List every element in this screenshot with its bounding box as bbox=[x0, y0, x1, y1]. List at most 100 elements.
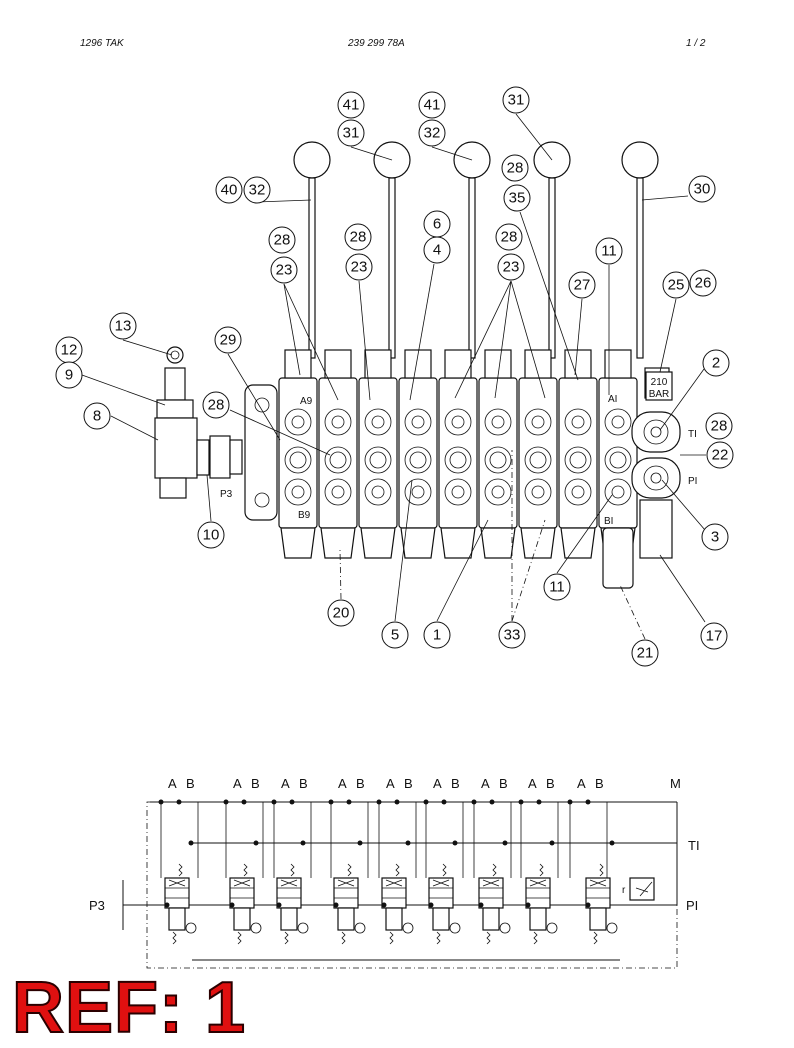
callout-22: 22 bbox=[706, 441, 734, 469]
callout-4: 4 bbox=[423, 236, 451, 264]
relief-valve-symbol bbox=[629, 877, 655, 901]
callout-28: 28 bbox=[705, 412, 733, 440]
callout-1: 1 bbox=[423, 621, 451, 649]
callout-number: 32 bbox=[424, 125, 441, 142]
callout-number: 4 bbox=[433, 242, 441, 259]
callout-41: 41 bbox=[418, 91, 446, 119]
pressure-gauge-label: 210 BAR bbox=[645, 371, 673, 401]
callout-17: 17 bbox=[700, 622, 728, 650]
label-a1: AI bbox=[608, 394, 617, 405]
callout-number: 28 bbox=[501, 229, 518, 246]
valve-section bbox=[358, 349, 398, 559]
callout-number: 30 bbox=[694, 181, 711, 198]
callout-33: 33 bbox=[498, 621, 526, 649]
callout-number: 3 bbox=[711, 529, 719, 546]
callout-28: 28 bbox=[501, 154, 529, 182]
header-left: 1296 TAK bbox=[80, 38, 124, 49]
callout-number: 11 bbox=[549, 579, 565, 596]
callout-number: 23 bbox=[276, 262, 293, 279]
header-center: 239 299 78A bbox=[348, 38, 405, 49]
callout-11: 11 bbox=[595, 237, 623, 265]
port-a: A bbox=[338, 776, 347, 791]
valve-section bbox=[438, 349, 478, 559]
callout-number: 25 bbox=[668, 277, 685, 294]
callout-number: 22 bbox=[712, 447, 729, 464]
callout-number: 41 bbox=[343, 97, 360, 114]
callout-number: 13 bbox=[115, 318, 132, 335]
callout-11: 11 bbox=[543, 573, 571, 601]
callout-23: 23 bbox=[270, 256, 298, 284]
valve-section bbox=[518, 349, 558, 559]
callout-number: 5 bbox=[391, 627, 399, 644]
callout-number: 20 bbox=[333, 605, 350, 622]
port-b: B bbox=[404, 776, 413, 791]
callout-9: 9 bbox=[55, 361, 83, 389]
callout-12: 12 bbox=[55, 336, 83, 364]
port-b: B bbox=[499, 776, 508, 791]
callout-20: 20 bbox=[327, 599, 355, 627]
callout-number: 28 bbox=[274, 232, 291, 249]
callout-number: 27 bbox=[574, 277, 591, 294]
schematic-labels: M TI PI P3 r bbox=[89, 776, 700, 913]
callout-number: 29 bbox=[220, 332, 237, 349]
callout-28: 28 bbox=[202, 391, 230, 419]
port-a: A bbox=[577, 776, 586, 791]
valve-section bbox=[278, 349, 318, 559]
callout-number: 26 bbox=[695, 275, 712, 292]
callout-40: 40 bbox=[215, 176, 243, 204]
callout-number: 28 bbox=[208, 397, 225, 414]
port-a: A bbox=[433, 776, 442, 791]
callout-28: 28 bbox=[344, 223, 372, 251]
label-p3: P3 bbox=[220, 489, 233, 500]
callout-25: 25 bbox=[662, 271, 690, 299]
header-right: 1 / 2 bbox=[686, 38, 706, 49]
reference-label: REF: 1 bbox=[11, 968, 247, 1048]
callout-number: 32 bbox=[249, 182, 266, 199]
callout-number: 28 bbox=[711, 418, 728, 435]
label-b1: BI bbox=[604, 516, 613, 527]
port-b: B bbox=[251, 776, 260, 791]
leader-lines bbox=[81, 113, 706, 640]
callout-8: 8 bbox=[83, 402, 111, 430]
callout-3: 3 bbox=[701, 523, 729, 551]
label-p1: PI bbox=[688, 476, 697, 487]
valve-section bbox=[398, 349, 438, 559]
port-a: A bbox=[481, 776, 490, 791]
levers bbox=[293, 141, 659, 359]
label-b9: B9 bbox=[298, 510, 311, 521]
callout-31: 31 bbox=[337, 119, 365, 147]
gauge-unit: BAR bbox=[649, 389, 670, 400]
callout-number: 23 bbox=[351, 259, 368, 276]
callout-29: 29 bbox=[214, 326, 242, 354]
callout-41: 41 bbox=[337, 91, 365, 119]
schematic-lines bbox=[122, 801, 678, 969]
valve-section bbox=[558, 349, 598, 559]
port-b: B bbox=[546, 776, 555, 791]
port-b: B bbox=[186, 776, 195, 791]
callout-31: 31 bbox=[502, 86, 530, 114]
callout-21: 21 bbox=[631, 639, 659, 667]
callout-number: 23 bbox=[503, 259, 520, 276]
inlet-plate bbox=[244, 384, 278, 521]
callout-number: 31 bbox=[508, 92, 525, 109]
schem-m: M bbox=[670, 776, 681, 791]
callout-13: 13 bbox=[109, 312, 137, 340]
callout-number: 41 bbox=[424, 97, 441, 114]
label-a9: A9 bbox=[300, 396, 313, 407]
callout-number: 6 bbox=[433, 216, 441, 233]
callout-number: 21 bbox=[637, 645, 654, 662]
callout-number: 12 bbox=[61, 342, 78, 359]
callout-32: 32 bbox=[243, 176, 271, 204]
callout-27: 27 bbox=[568, 271, 596, 299]
schem-r: r bbox=[622, 885, 626, 896]
callout-26: 26 bbox=[689, 269, 717, 297]
